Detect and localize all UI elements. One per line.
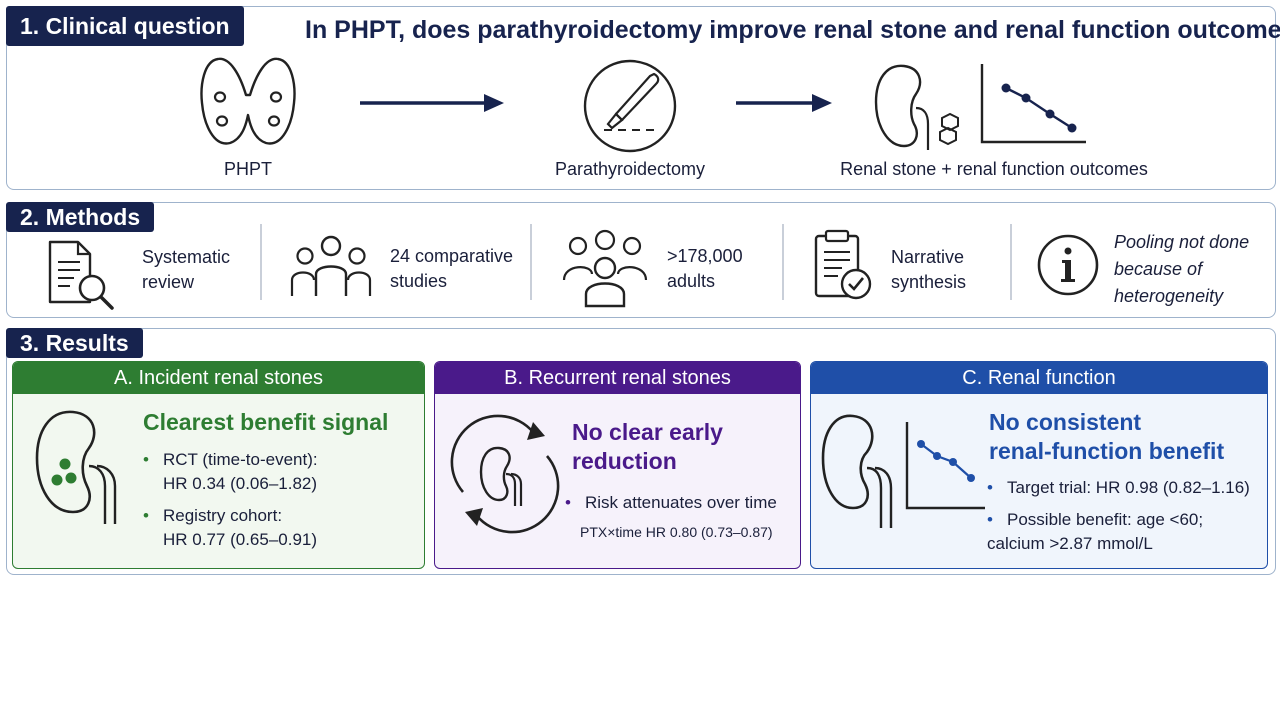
bullet-dot: • <box>987 510 993 529</box>
crowd-icon <box>560 228 650 308</box>
kidney-stones-icon <box>35 408 125 526</box>
bullet-line: Possible benefit: age <60; <box>1007 510 1204 529</box>
card-title: A. Incident renal stones <box>13 362 424 394</box>
thyroid-icon <box>196 55 300 151</box>
clinical-question-tag: 1. Clinical question <box>6 6 244 46</box>
method-line: Narrative <box>891 247 965 267</box>
bullet-dot: • <box>565 493 571 512</box>
method-line: studies <box>390 271 448 291</box>
method-pooling-note: Pooling not done because of heterogeneit… <box>1114 229 1249 310</box>
document-search-icon <box>44 238 116 310</box>
flow-label-outcomes: Renal stone + renal function outcomes <box>840 159 1148 179</box>
headline-line: renal-function benefit <box>989 438 1225 464</box>
kidney-cycle-icon <box>449 414 561 534</box>
clinical-question-text: In PHPT, does parathyroidectomy improve … <box>305 16 1280 44</box>
bullet-dot: • <box>143 450 149 469</box>
bullet-line: Registry cohort: <box>163 506 283 525</box>
bullet-line: HR 0.77 (0.65–0.91) <box>163 530 318 549</box>
result-card-recurrent-stones: B. Recurrent renal stones No clear early… <box>434 361 801 569</box>
card-headline: No clear early reduction <box>572 418 723 476</box>
divider <box>1010 224 1012 300</box>
info-icon <box>1036 233 1100 297</box>
arrow-right-icon <box>358 92 506 114</box>
bullet-line: RCT (time-to-event): <box>163 450 318 469</box>
flow-label-phpt: PHPT <box>223 159 272 179</box>
interaction-note: PTX×time HR 0.80 (0.73–0.87) <box>580 524 773 540</box>
kidney-stone-chart-icon <box>870 60 1090 152</box>
group-icon <box>290 234 372 298</box>
method-line: heterogeneity <box>1114 286 1224 306</box>
method-line: Systematic <box>142 247 231 267</box>
method-line: review <box>142 272 195 292</box>
divider <box>530 224 532 300</box>
scalpel-icon <box>582 58 678 154</box>
headline-line: No clear early <box>572 419 723 445</box>
card-headline: Clearest benefit signal <box>143 409 389 435</box>
bullet-line: Risk attenuates over time <box>585 493 777 512</box>
method-line: adults <box>667 271 716 291</box>
card-title: C. Renal function <box>811 362 1267 394</box>
result-card-incident-stones: A. Incident renal stones Clearest benefi… <box>12 361 425 569</box>
method-line: synthesis <box>891 272 967 292</box>
method-narrative-synthesis: Narrative synthesis <box>891 245 966 295</box>
method-line: Pooling not done <box>1114 232 1250 252</box>
method-line: >178,000 <box>667 246 743 266</box>
card-headline: No consistent renal-function benefit <box>989 408 1224 466</box>
bullet-item: • RCT (time-to-event): HR 0.34 (0.06–1.8… <box>143 448 413 496</box>
methods-tag: 2. Methods <box>6 202 155 232</box>
divider <box>260 224 262 300</box>
bullet-item: • Target trial: HR 0.98 (0.82–1.16) <box>987 476 1257 500</box>
bullet-item: • Possible benefit: age <60; calcium >2.… <box>987 508 1257 556</box>
kidney-decline-chart-icon <box>821 412 997 530</box>
method-comparative-studies: 24 comparative studies <box>390 244 513 294</box>
method-systematic-review: Systematic review <box>142 245 230 295</box>
headline-line: No consistent <box>989 409 1142 435</box>
clipboard-check-icon <box>812 228 876 302</box>
headline-line: reduction <box>572 448 677 474</box>
card-title: B. Recurrent renal stones <box>435 362 800 394</box>
method-line: because of <box>1114 259 1203 279</box>
result-card-renal-function: C. Renal function No consistent renal-fu… <box>810 361 1268 569</box>
bullet-line: Target trial: HR 0.98 (0.82–1.16) <box>1007 478 1250 497</box>
method-adults: >178,000 adults <box>667 244 743 294</box>
bullet-dot: • <box>987 478 993 497</box>
bullet-item: • Registry cohort: HR 0.77 (0.65–0.91) <box>143 504 413 552</box>
arrow-right-icon <box>734 92 834 114</box>
bullet-dot: • <box>143 506 149 525</box>
bullet-line: calcium >2.87 mmol/L <box>987 534 1153 553</box>
results-tag: 3. Results <box>6 328 143 358</box>
method-line: 24 comparative <box>390 246 514 266</box>
flow-label-parathyroidectomy: Parathyroidectomy <box>554 159 706 179</box>
bullet-item: • Risk attenuates over time <box>565 491 795 515</box>
bullet-line: HR 0.34 (0.06–1.82) <box>163 474 318 493</box>
divider <box>782 224 784 300</box>
